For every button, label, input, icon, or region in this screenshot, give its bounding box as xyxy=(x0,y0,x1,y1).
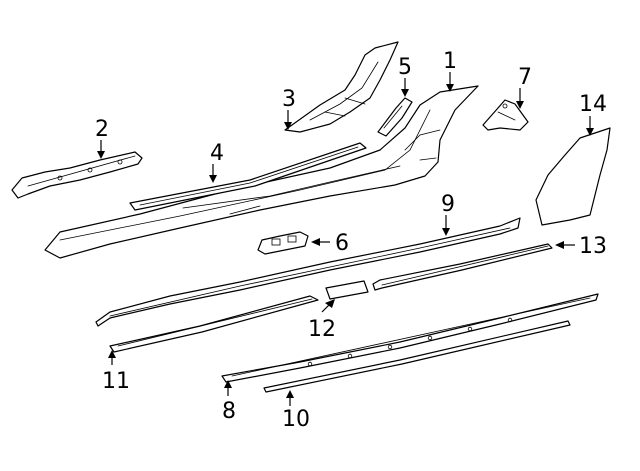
part-4-strip xyxy=(129,142,367,211)
part-13-molding xyxy=(372,243,553,291)
part-8-molding xyxy=(221,293,599,383)
callout-leaders xyxy=(97,72,594,406)
callout-2: 2 xyxy=(95,117,109,142)
callout-14: 14 xyxy=(579,92,607,117)
callout-11: 11 xyxy=(102,369,130,394)
callout-9: 9 xyxy=(441,192,455,217)
callout-7: 7 xyxy=(518,65,532,90)
callout-4: 4 xyxy=(210,141,224,166)
callout-5: 5 xyxy=(398,55,412,80)
part-3-pillar-trim xyxy=(284,41,399,133)
part-12-pad xyxy=(325,280,369,300)
part-5-clip xyxy=(377,97,413,137)
callout-3: 3 xyxy=(282,87,296,112)
callout-8: 8 xyxy=(222,399,236,424)
callout-1: 1 xyxy=(443,49,457,74)
callout-13: 13 xyxy=(579,234,607,259)
callout-6: 6 xyxy=(335,231,349,256)
part-10-strip xyxy=(263,320,571,393)
callout-10: 10 xyxy=(282,407,310,432)
part-2-bracket xyxy=(11,151,143,199)
part-9-molding xyxy=(95,217,521,327)
part-6-clip xyxy=(257,231,309,255)
part-11-molding xyxy=(109,295,319,353)
callout-12: 12 xyxy=(308,317,336,342)
part-14-panel xyxy=(535,127,611,226)
part-7-bracket xyxy=(482,99,529,131)
